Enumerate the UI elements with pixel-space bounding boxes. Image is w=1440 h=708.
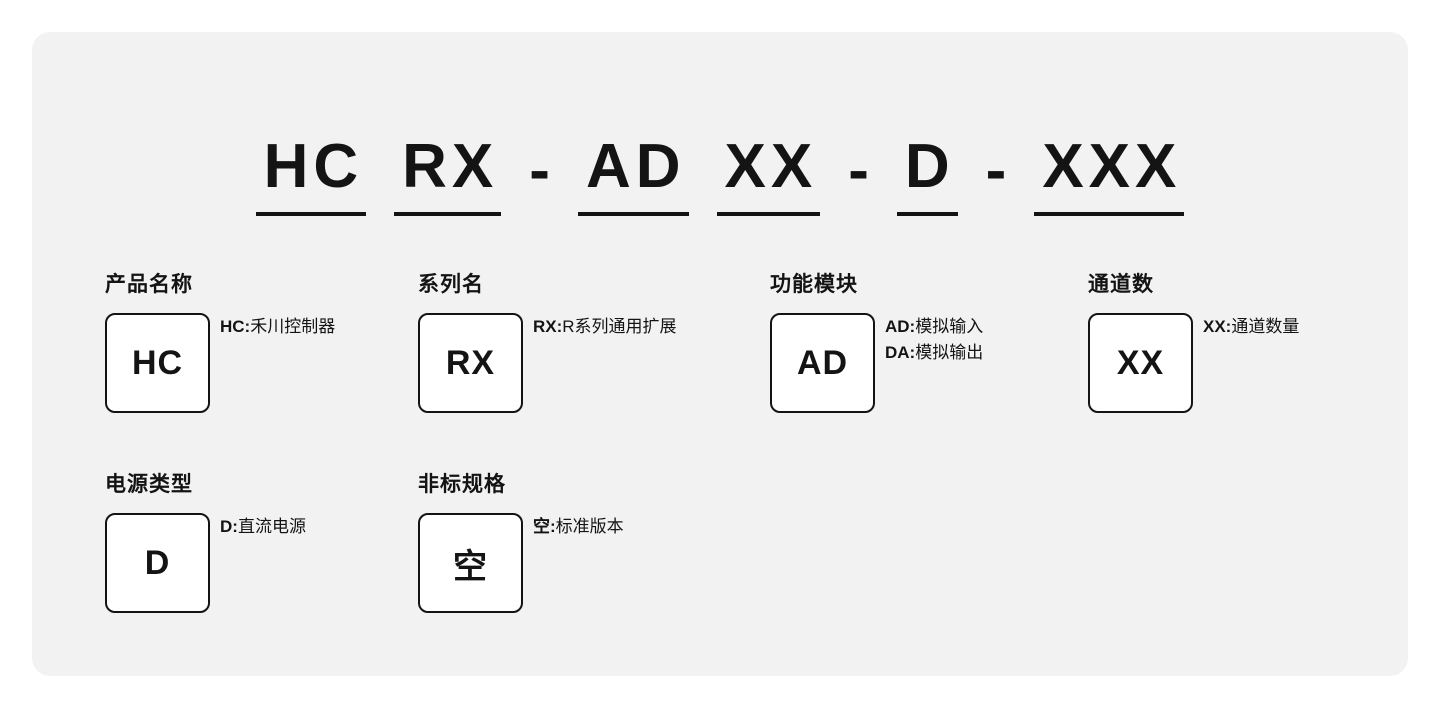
code-box: RX: [418, 313, 523, 413]
desc-text: 直流电源: [237, 517, 306, 536]
desc-line: 空:标准版本: [533, 514, 624, 540]
group-nonstandard-spec: 非标规格 空 空:标准版本: [418, 468, 624, 613]
desc-prefix: D:: [220, 517, 238, 536]
model-segment-channels: XX: [716, 136, 821, 216]
group-body: D D:直流电源: [105, 513, 306, 613]
group-heading: 系列名: [418, 273, 484, 296]
model-code-title: HC RX - AD XX - D - XXX: [32, 136, 1408, 216]
code-description: 空:标准版本: [533, 513, 624, 540]
model-dash-1: -: [529, 136, 550, 205]
code-text: XX: [1116, 343, 1165, 382]
code-box: XX: [1088, 313, 1193, 413]
model-segment-module: AD: [577, 136, 689, 216]
model-segment-power: D: [896, 136, 958, 216]
desc-text: 模拟输出: [915, 343, 984, 363]
group-power-type: 电源类型 D D:直流电源: [105, 468, 306, 613]
desc-prefix: XX:: [1203, 317, 1232, 336]
code-box: D: [105, 513, 210, 613]
desc-line: HC:禾川控制器: [220, 314, 335, 340]
group-product-name: 产品名称 HC HC:禾川控制器: [105, 268, 335, 413]
code-text: HC: [131, 343, 184, 382]
desc-line: D:直流电源: [220, 514, 306, 540]
desc-line: XX:通道数量: [1203, 314, 1299, 340]
group-body: XX XX:通道数量: [1088, 313, 1299, 413]
group-heading: 产品名称: [105, 273, 193, 296]
desc-prefix: RX:: [533, 317, 563, 336]
code-text: D: [144, 543, 171, 582]
desc-text: 通道数量: [1231, 317, 1300, 336]
code-box: AD: [770, 313, 875, 413]
model-dash-3: -: [985, 136, 1007, 205]
desc-prefix: AD:: [885, 317, 916, 336]
group-body: HC HC:禾川控制器: [105, 313, 335, 413]
code-description: XX:通道数量: [1203, 313, 1299, 340]
group-heading: 通道数: [1088, 273, 1154, 296]
naming-rule-card: HC RX - AD XX - D - XXX 产品名称 HC HC:禾川控制器…: [32, 32, 1408, 676]
code-description: RX:R系列通用扩展: [533, 313, 677, 340]
group-series-name: 系列名 RX RX:R系列通用扩展: [418, 268, 677, 413]
code-text: 空: [453, 547, 488, 586]
code-description: D:直流电源: [220, 513, 306, 540]
model-segment-spec: XXX: [1034, 136, 1185, 216]
group-heading: 功能模块: [770, 273, 858, 296]
group-body: 空 空:标准版本: [418, 513, 624, 613]
group-function-module: 功能模块 AD AD:模拟输入 DA:模拟输出: [770, 268, 983, 413]
code-box: 空: [418, 513, 523, 613]
group-body: RX RX:R系列通用扩展: [418, 313, 677, 413]
desc-prefix: DA:: [885, 343, 916, 363]
desc-line: DA:模拟输出: [885, 340, 983, 366]
code-text: AD: [796, 343, 849, 382]
group-heading: 非标规格: [418, 473, 506, 496]
desc-line: AD:模拟输入: [885, 314, 983, 340]
code-description: HC:禾川控制器: [220, 313, 335, 340]
model-dash-2: -: [848, 136, 869, 205]
code-box: HC: [105, 313, 210, 413]
code-text: RX: [445, 343, 496, 382]
model-segment-product: HC: [255, 136, 367, 216]
code-description: AD:模拟输入 DA:模拟输出: [885, 313, 983, 367]
group-body: AD AD:模拟输入 DA:模拟输出: [770, 313, 983, 413]
desc-prefix: HC:: [220, 317, 251, 336]
desc-text: R系列通用扩展: [562, 317, 677, 336]
group-channel-count: 通道数 XX XX:通道数量: [1088, 268, 1299, 413]
desc-text: 模拟输入: [915, 317, 984, 336]
group-heading: 电源类型: [105, 473, 193, 496]
desc-text: 禾川控制器: [250, 317, 336, 336]
model-segment-series: RX: [394, 136, 502, 216]
desc-text: 标准版本: [555, 517, 624, 536]
desc-prefix: 空:: [533, 517, 556, 536]
desc-line: RX:R系列通用扩展: [533, 314, 677, 340]
